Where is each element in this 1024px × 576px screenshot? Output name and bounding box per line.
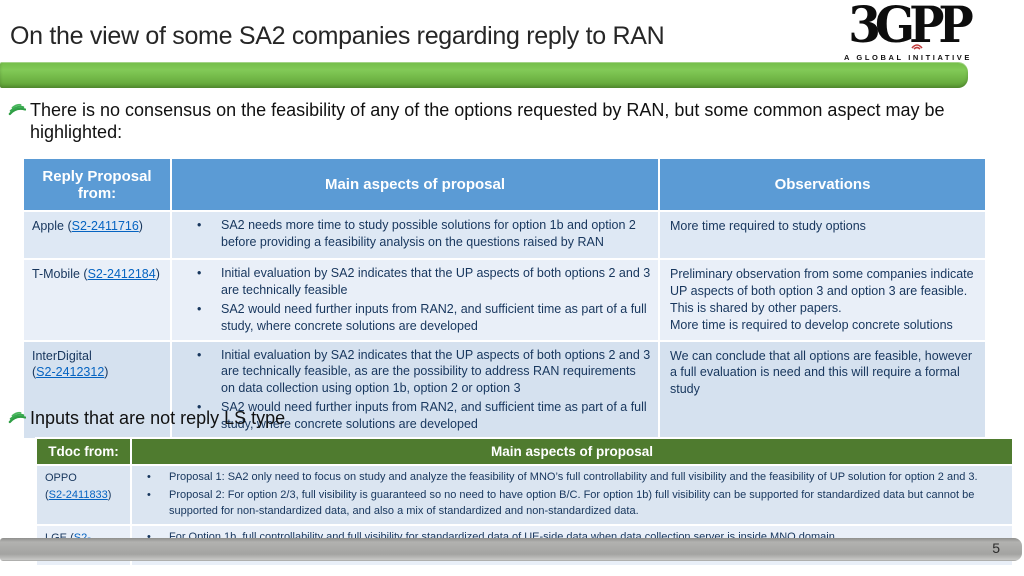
bullet-non-reply-inputs: Inputs that are not reply LS type [8, 407, 998, 429]
source-suffix: ) [104, 365, 109, 380]
observations-cell: More time required to study options [658, 210, 987, 260]
source-cell: InterDigital (S2-2412312) [22, 339, 172, 440]
bottom-bar [0, 538, 1022, 561]
aspect-item: Proposal 2: For option 2/3, full visibil… [133, 487, 1005, 520]
tdoc-link[interactable]: S2-2412312 [36, 365, 105, 380]
logo-tagline: A GLOBAL INITIATIVE [843, 53, 972, 62]
table-row-tmobile: T-Mobile (S2-2412184) Initial evaluation… [22, 258, 987, 342]
tdoc-link[interactable]: S2-2411716 [71, 219, 139, 233]
page-number: 5 [992, 540, 1000, 556]
source-name: InterDigital ( [32, 348, 92, 380]
table-row-interdigital: InterDigital (S2-2412312) Initial evalua… [22, 339, 987, 440]
green-title-bar [0, 62, 968, 88]
column-header-main-aspects: Main aspects of proposal [170, 157, 660, 212]
source-cell: OPPO (S2-2411833) [35, 464, 132, 526]
logo-signal-icon [911, 44, 923, 50]
leaf-bullet-icon [8, 103, 26, 116]
observations-cell: We can conclude that all options are fea… [658, 339, 987, 440]
source-cell: T-Mobile (S2-2412184) [22, 258, 172, 342]
page-title: On the view of some SA2 companies regard… [10, 22, 665, 50]
source-suffix: ) [155, 267, 160, 281]
aspect-item: Proposal 1: SA2 only need to focus on st… [133, 469, 1005, 486]
aspects-cell: Proposal 1: SA2 only need to focus on st… [130, 464, 1014, 526]
bullet-non-reply-text: Inputs that are not reply LS type [30, 408, 286, 428]
aspect-item: Initial evaluation by SA2 indicates that… [173, 347, 651, 398]
source-cell: Apple (S2-2411716) [22, 210, 172, 260]
column-header-tdoc-from: Tdoc from: [35, 437, 132, 466]
logo-3gpp-text: 3GPP [848, 0, 974, 55]
tdoc-link[interactable]: S2-2412184 [87, 267, 156, 281]
leaf-bullet-icon [8, 411, 26, 424]
table-row-apple: Apple (S2-2411716) SA2 needs more time t… [22, 210, 987, 260]
bullet-consensus: There is no consensus on the feasibility… [8, 99, 998, 144]
reply-proposal-table: Reply Proposal from: Main aspects of pro… [22, 157, 987, 440]
aspect-item: Initial evaluation by SA2 indicates that… [173, 265, 651, 299]
logo-3gpp: 3GPP A GLOBAL INITIATIVE [842, 0, 974, 62]
source-name: Apple ( [32, 219, 72, 233]
aspects-cell: SA2 needs more time to study possible so… [170, 210, 660, 260]
source-name: OPPO ( [45, 472, 77, 501]
source-suffix: ) [107, 488, 112, 501]
tdoc-link[interactable]: S2-2411833 [48, 488, 108, 501]
aspects-cell: Initial evaluation by SA2 indicates that… [170, 339, 660, 440]
observations-cell: Preliminary observation from some compan… [658, 258, 987, 342]
aspect-item: SA2 would need further inputs from RAN2,… [173, 399, 651, 433]
aspect-item: SA2 needs more time to study possible so… [173, 217, 651, 251]
tdoc-table-header-row: Tdoc from: Main aspects of proposal [35, 437, 1014, 466]
table-row-oppo: OPPO (S2-2411833) Proposal 1: SA2 only n… [35, 464, 1014, 526]
reply-table-header-row: Reply Proposal from: Main aspects of pro… [22, 157, 987, 212]
column-header-observations: Observations [658, 157, 987, 212]
column-header-main-aspects: Main aspects of proposal [130, 437, 1014, 466]
source-suffix: ) [138, 219, 143, 233]
aspects-cell: Initial evaluation by SA2 indicates that… [170, 258, 660, 342]
bullet-consensus-text: There is no consensus on the feasibility… [30, 100, 945, 143]
column-header-reply-from: Reply Proposal from: [22, 157, 172, 212]
source-name: T-Mobile ( [32, 267, 88, 281]
aspect-item: SA2 would need further inputs from RAN2,… [173, 301, 651, 335]
